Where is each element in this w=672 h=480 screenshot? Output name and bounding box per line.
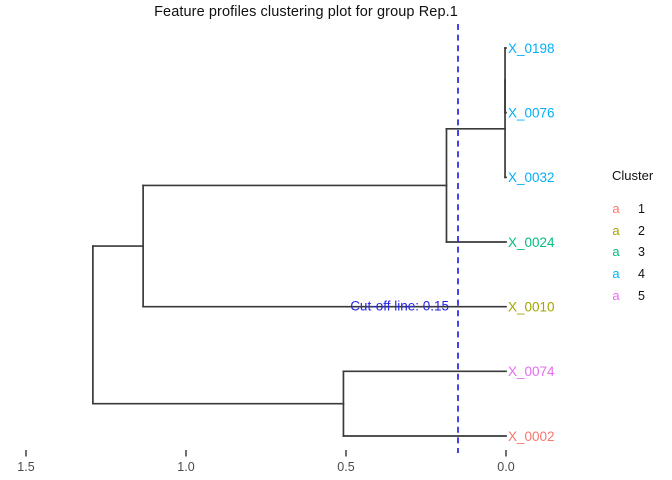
legend-key-swatch: a (612, 265, 620, 281)
x-axis-tick-label: 0.0 (497, 460, 514, 474)
leaf-label-X_0198: X_0198 (508, 41, 555, 56)
legend-key-swatch: a (612, 244, 620, 260)
legend-title: Cluster (612, 168, 654, 183)
legend-value: 2 (638, 223, 645, 238)
x-axis-tick-label: 0.5 (337, 460, 354, 474)
leaf-label-X_0074: X_0074 (508, 364, 555, 379)
leaf-label-X_0032: X_0032 (508, 170, 555, 185)
legend-key-swatch: a (612, 287, 620, 303)
cutoff-label: Cut-off line: 0.15 (350, 299, 449, 314)
legend-key-swatch: a (612, 200, 620, 216)
x-axis-tick-label: 1.5 (17, 460, 34, 474)
legend-value: 3 (638, 245, 645, 260)
leaf-label-X_0024: X_0024 (508, 235, 555, 250)
x-axis-tick-label: 1.0 (177, 460, 194, 474)
legend-key-swatch: a (612, 222, 620, 238)
leaf-label-X_0010: X_0010 (508, 299, 555, 314)
chart-title: Feature profiles clustering plot for gro… (154, 4, 458, 20)
legend-value: 1 (638, 201, 645, 216)
leaf-label-X_0076: X_0076 (508, 105, 555, 120)
leaf-label-X_0002: X_0002 (508, 429, 555, 444)
legend-value: 4 (638, 266, 645, 281)
legend-value: 5 (638, 288, 645, 303)
